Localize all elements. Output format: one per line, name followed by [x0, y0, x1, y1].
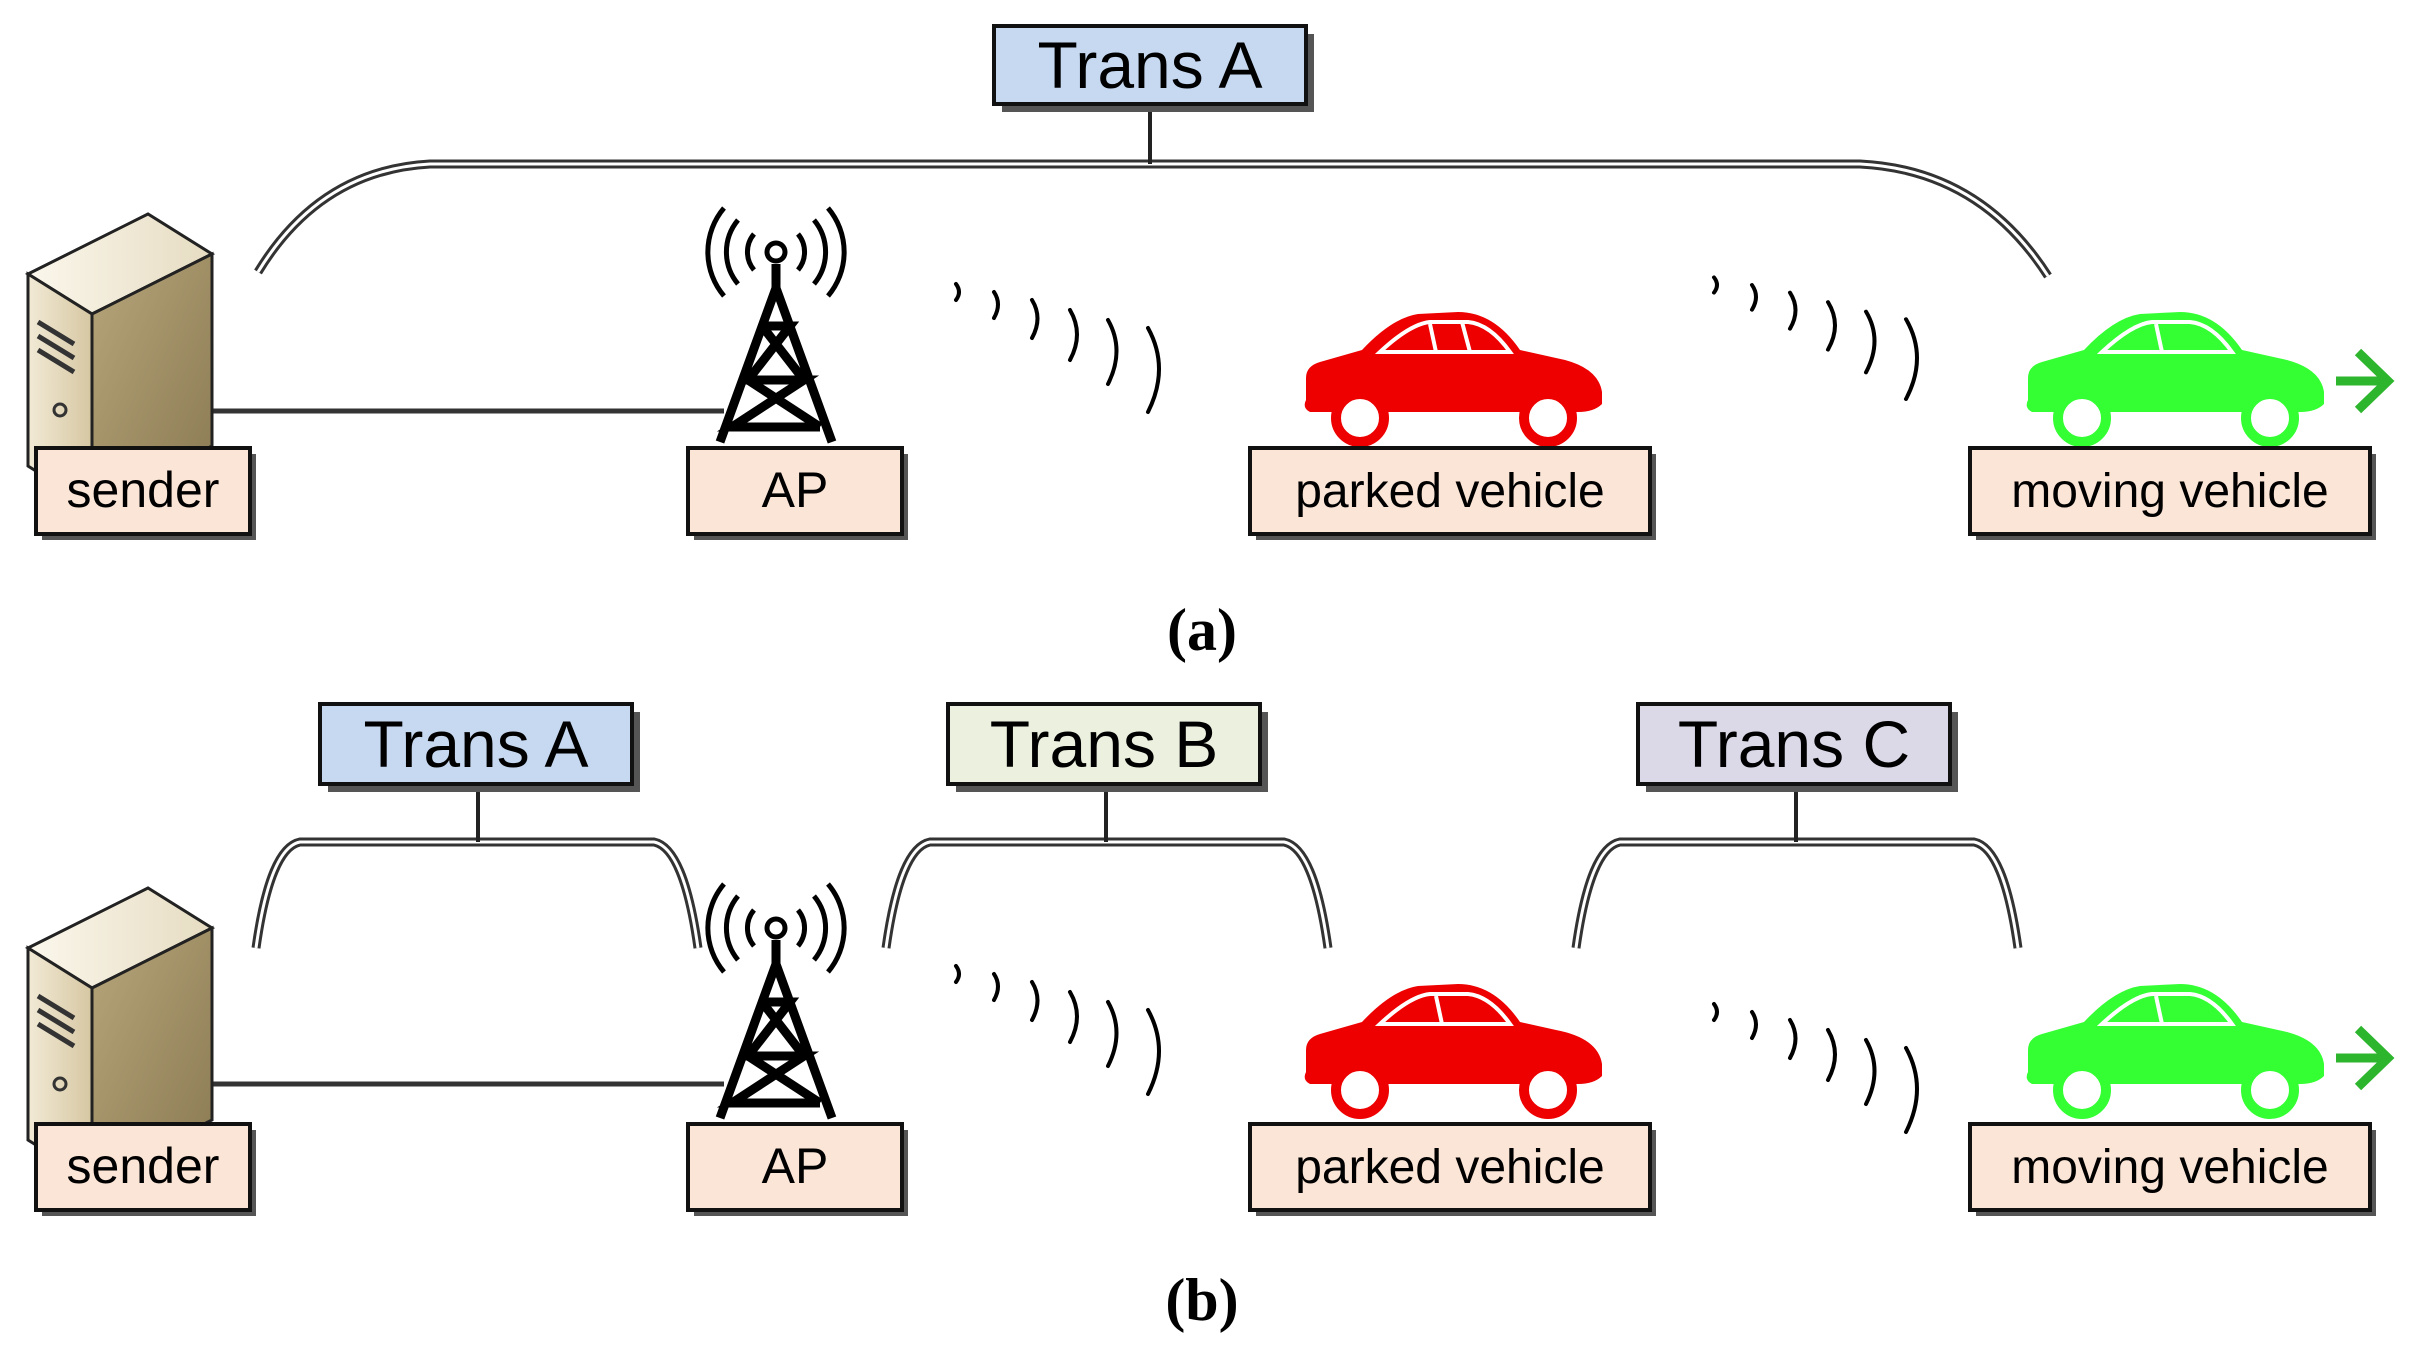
antenna-tower-icon: [708, 208, 844, 442]
panel-b-caption: (b): [1165, 1267, 1238, 1333]
panel-a-caption: (a): [1167, 597, 1237, 663]
trans-a-label: Trans A: [364, 707, 589, 781]
trans-c-bracket: [1571, 790, 2023, 949]
parked-vehicle-label-box: parked vehicle: [1248, 446, 1656, 540]
ap-label-box: AP: [686, 446, 908, 540]
parked-vehicle-label: parked vehicle: [1295, 465, 1605, 518]
sender-label-box: sender: [34, 1122, 256, 1216]
trans-b-box: Trans B: [946, 702, 1268, 792]
trans-a-bracket: [251, 790, 703, 949]
trans-a-bracket: [254, 159, 2052, 279]
arrow-right-icon: [2336, 348, 2395, 414]
sender-label-box: sender: [34, 446, 256, 540]
moving-vehicle-label-box: moving vehicle: [1968, 1122, 2376, 1216]
parked-car-icon: [1304, 312, 1602, 447]
trans-a-label: Trans A: [1038, 28, 1263, 102]
parked-car-icon: [1304, 984, 1602, 1119]
wireless-waves-icon: [954, 964, 1161, 1096]
wireless-waves-icon: [954, 282, 1161, 414]
moving-car-icon: [2026, 984, 2324, 1119]
moving-vehicle-label: moving vehicle: [2011, 465, 2328, 518]
antenna-tower-icon: [708, 884, 844, 1118]
wireless-waves-icon: [1712, 275, 1919, 402]
panel-a: Trans A: [28, 24, 2395, 663]
parked-vehicle-label-box: parked vehicle: [1248, 1122, 1656, 1216]
sender-label: sender: [67, 1138, 220, 1194]
ap-label: AP: [762, 1138, 829, 1194]
parked-vehicle-label: parked vehicle: [1295, 1141, 1605, 1194]
ap-label: AP: [762, 462, 829, 518]
moving-vehicle-label-box: moving vehicle: [1968, 446, 2376, 540]
trans-a-box: Trans A: [318, 702, 640, 792]
trans-b-label: Trans B: [990, 707, 1219, 781]
wireless-waves-icon: [1712, 1002, 1919, 1134]
sender-label: sender: [67, 462, 220, 518]
trans-a-box: Trans A: [992, 24, 1314, 112]
trans-c-label: Trans C: [1678, 707, 1910, 781]
arrow-right-icon: [2336, 1025, 2395, 1091]
panel-b: Trans A Trans B Trans C: [28, 702, 2395, 1333]
moving-vehicle-label: moving vehicle: [2011, 1141, 2328, 1194]
trans-c-box: Trans C: [1636, 702, 1958, 792]
moving-car-icon: [2026, 312, 2324, 447]
trans-b-bracket: [881, 790, 1333, 949]
ap-label-box: AP: [686, 1122, 908, 1216]
